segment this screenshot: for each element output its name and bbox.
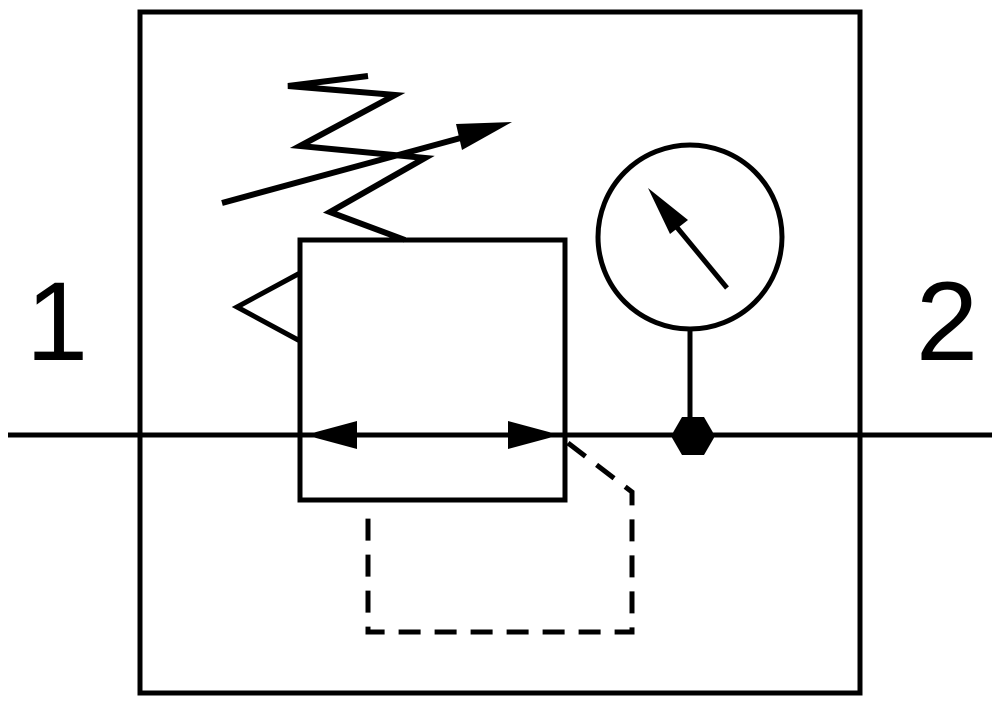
gauge-needle-shaft [673, 223, 729, 290]
adjustment-arrow-head-icon [456, 122, 512, 150]
flow-arrow-right-head-icon [508, 421, 560, 449]
relief-exhaust-triangle-icon [231, 270, 302, 344]
gauge-needle-head-icon [648, 188, 688, 234]
pressure-gauge-dial [595, 142, 785, 332]
enclosure-box [137, 9, 863, 696]
adjustable-spring-icon [287, 73, 435, 243]
junction-node-icon [671, 417, 715, 455]
adjustment-arrow [221, 122, 512, 206]
gauge-needle-arrow [648, 188, 729, 290]
port-label-2: 2 [916, 259, 978, 384]
adjustment-arrow-shaft [221, 133, 469, 206]
bidirectional-flow-arrow [305, 421, 560, 449]
port-label-1: 1 [26, 259, 88, 384]
flow-arrow-left-head-icon [305, 421, 357, 449]
pilot-feedback-dashed-line [365, 441, 635, 635]
regulator-valve-body [297, 237, 568, 503]
